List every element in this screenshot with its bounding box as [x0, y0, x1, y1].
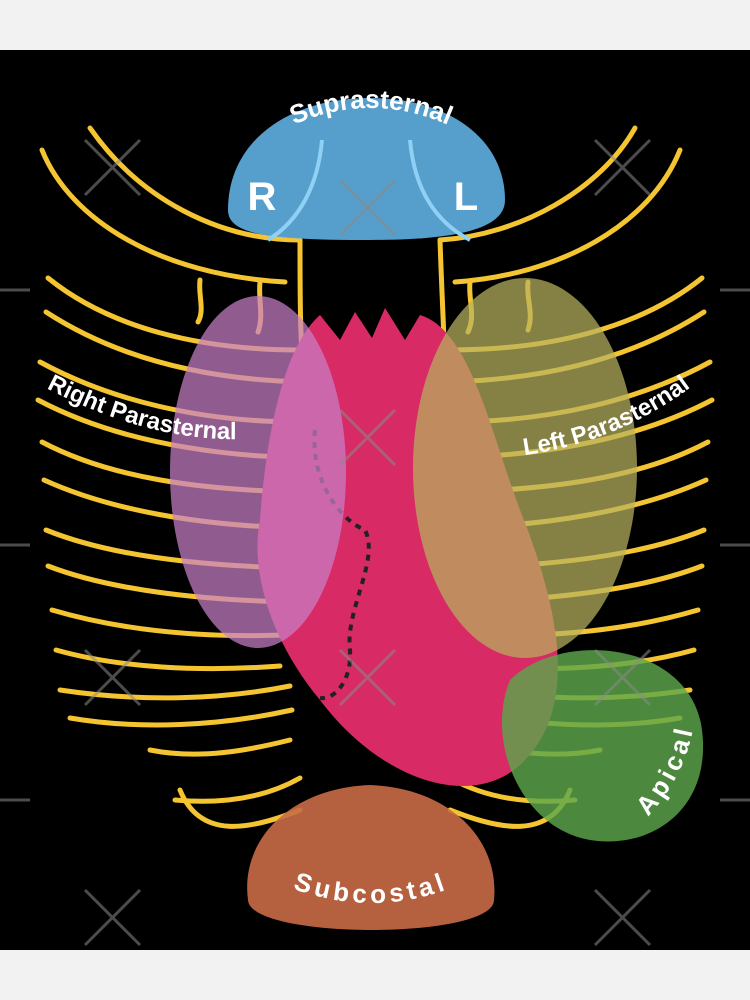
watermark-cross-icon — [593, 138, 652, 197]
carotid-lines — [266, 139, 471, 242]
left-marker: L — [454, 175, 478, 219]
watermark-cross-icon — [593, 888, 652, 947]
watermark-cross-icon — [593, 648, 652, 707]
subcostal-window — [247, 785, 495, 930]
apical-window — [501, 650, 704, 842]
poster: Suprasternal R L Right Parasternal Left … — [0, 50, 750, 950]
echo-windows-diagram: Suprasternal R L Right Parasternal Left … — [0, 84, 750, 947]
watermark-cross-icon — [338, 408, 397, 467]
right-marker: R — [248, 175, 277, 219]
watermark-tick-icon — [0, 288, 750, 802]
watermark-cross-icon — [83, 138, 142, 197]
suprasternal-window — [228, 98, 505, 240]
watermark-cross-icon — [338, 178, 397, 237]
watermark-cross-icon — [83, 888, 142, 947]
left-parasternal-window — [413, 278, 637, 658]
watermark-cross-icon — [338, 648, 397, 707]
right-parasternal-window — [170, 296, 346, 648]
watermark-cross-icon — [83, 648, 142, 707]
